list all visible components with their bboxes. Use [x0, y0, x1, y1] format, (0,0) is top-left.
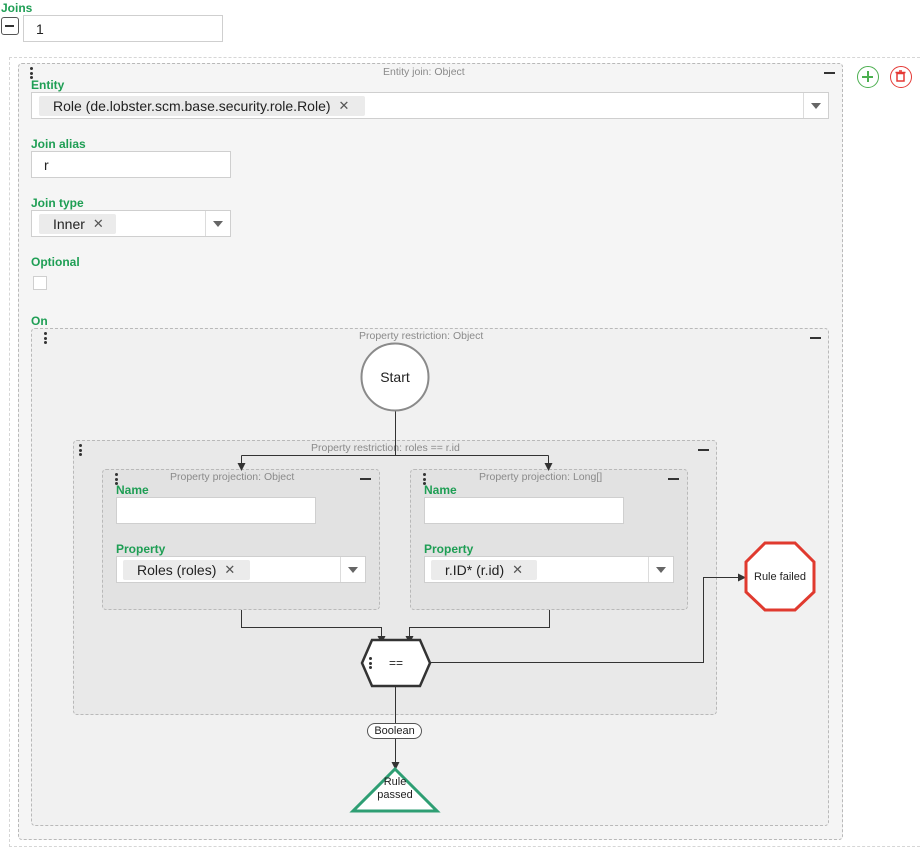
drag-handle-icon[interactable] [30, 67, 34, 81]
left-property-select[interactable]: Roles (roles) ✕ [116, 556, 366, 583]
left-name-input[interactable] [116, 497, 316, 524]
collapse-icon[interactable] [1, 17, 19, 35]
right-property-label: Property [424, 542, 474, 556]
rule-passed-node [349, 766, 441, 813]
left-property-chip: Roles (roles) ✕ [123, 560, 250, 580]
rule-passed-label: Rule passed [365, 776, 425, 802]
optional-label: Optional [31, 255, 80, 269]
drag-handle-icon[interactable] [423, 473, 427, 487]
start-label: Start [380, 369, 410, 385]
join-alias-label: Join alias [31, 137, 86, 151]
joins-count-input[interactable]: 1 [23, 15, 223, 42]
right-property-chip: r.ID* (r.id) ✕ [431, 560, 537, 580]
right-projection-title: Property projection: Long[] [479, 471, 603, 483]
left-projection-title: Property projection: Object [170, 471, 295, 483]
remove-chip-icon[interactable]: ✕ [338, 98, 350, 113]
drag-handle-icon[interactable] [115, 473, 119, 487]
rule-failed-label: Rule failed [754, 571, 806, 583]
join-type-value: Inner [53, 216, 85, 232]
entity-label: Entity [31, 78, 65, 92]
drag-handle-icon[interactable] [369, 657, 373, 671]
joins-label: Joins [1, 1, 33, 15]
join-type-label: Join type [31, 196, 84, 210]
on-label: On [31, 314, 48, 328]
rule-passed-line2: passed [377, 789, 413, 801]
boolean-badge: Boolean [367, 723, 422, 739]
left-property-value: Roles (roles) [137, 562, 217, 578]
right-property-value: r.ID* (r.id) [445, 562, 505, 578]
remove-chip-icon[interactable]: ✕ [512, 562, 524, 577]
join-type-chip: Inner ✕ [39, 214, 116, 234]
entity-join-title: Entity join: Object [383, 66, 465, 78]
optional-checkbox[interactable] [33, 276, 47, 290]
drag-handle-icon[interactable] [79, 444, 83, 458]
rule-passed-line1: Rule [383, 776, 407, 788]
join-type-select[interactable]: Inner ✕ [31, 210, 231, 237]
drag-handle-icon[interactable] [44, 332, 48, 346]
connector-op-to-failed [430, 573, 746, 663]
restriction-title: Property restriction: roles == r.id [311, 442, 460, 454]
collapse-icon[interactable] [824, 72, 835, 74]
right-name-label: Name [424, 483, 457, 497]
connector-right-to-op [405, 610, 550, 644]
connector-left-to-op [241, 610, 386, 644]
left-name-label: Name [116, 483, 149, 497]
entity-select[interactable]: Role (de.lobster.scm.base.security.role.… [31, 92, 829, 119]
dropdown-caret-icon[interactable] [348, 567, 358, 573]
join-alias-input[interactable]: r [31, 151, 231, 178]
right-property-select[interactable]: r.ID* (r.id) ✕ [424, 556, 674, 583]
delete-icon[interactable] [890, 66, 912, 88]
collapse-icon[interactable] [698, 449, 709, 451]
collapse-icon[interactable] [360, 478, 371, 480]
operator-node [360, 638, 432, 688]
dropdown-caret-icon[interactable] [213, 221, 223, 227]
entity-chip: Role (de.lobster.scm.base.security.role.… [39, 96, 365, 116]
collapse-icon[interactable] [810, 337, 821, 339]
left-projection-box [102, 469, 380, 610]
entity-value: Role (de.lobster.scm.base.security.role.… [53, 98, 331, 114]
left-property-label: Property [116, 542, 166, 556]
remove-chip-icon[interactable]: ✕ [224, 562, 236, 577]
rule-failed-node [744, 541, 816, 612]
remove-chip-icon[interactable]: ✕ [92, 216, 104, 231]
collapse-icon[interactable] [668, 478, 679, 480]
right-name-input[interactable] [424, 497, 624, 524]
property-restriction-title: Property restriction: Object [359, 330, 484, 342]
dropdown-caret-icon[interactable] [811, 103, 821, 109]
joins-container [9, 57, 920, 847]
add-icon[interactable] [857, 66, 879, 88]
start-node [360, 342, 430, 412]
operator-label: == [388, 656, 403, 670]
right-projection-box [410, 469, 688, 610]
dropdown-caret-icon[interactable] [656, 567, 666, 573]
